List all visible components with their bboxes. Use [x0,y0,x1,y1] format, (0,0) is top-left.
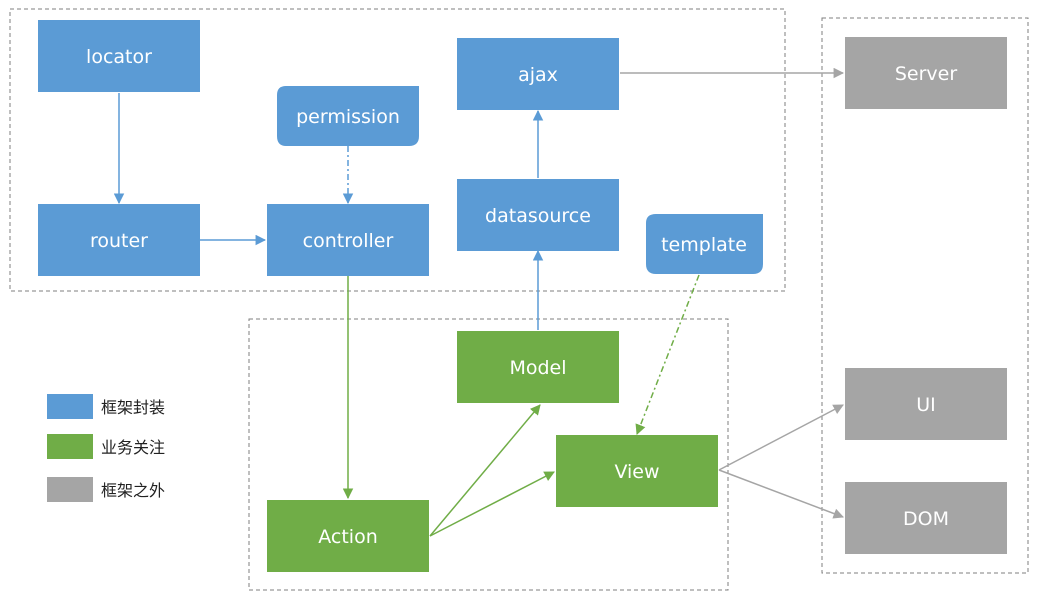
edge-template-view [635,274,700,435]
legend: 框架封装 业务关注 框架之外 [47,394,165,502]
node-model-box [457,331,619,403]
node-locator-box [38,20,200,92]
node-server: Server [845,37,1007,109]
node-ui-label: UI [916,394,936,416]
legend-item-framework: 框架封装 [47,394,165,419]
node-view-box [556,435,718,507]
node-permission-box [277,86,419,146]
node-action: Action [267,500,429,572]
legend-label-business: 业务关注 [101,438,165,457]
node-server-box [845,37,1007,109]
node-locator: locator [38,20,200,92]
edge-action-view [429,471,555,537]
edge-view-ui [718,404,844,471]
framework-region [9,8,786,292]
node-template: template [646,214,763,274]
legend-swatch-framework [47,394,93,419]
node-model-label: Model [509,357,566,379]
edge-action-model [429,404,541,537]
node-view-label: View [614,461,659,483]
node-ajax-box [457,38,619,110]
edges [113,67,845,537]
external-region [821,17,1029,574]
legend-swatch-external [47,477,93,502]
node-ajax-label: ajax [518,64,558,86]
legend-item-business: 业务关注 [47,434,165,459]
node-action-label: Action [318,526,378,548]
legend-swatch-business [47,434,93,459]
legend-item-external: 框架之外 [47,477,165,502]
node-dom: DOM [845,482,1007,554]
node-router-box [38,204,200,276]
node-server-label: Server [895,63,957,85]
node-router-label: router [90,230,148,252]
node-datasource-label: datasource [485,205,591,227]
node-action-box [267,500,429,572]
node-template-box [646,214,763,274]
legend-label-external: 框架之外 [101,481,165,500]
node-router: router [38,204,200,276]
node-controller: controller [267,204,429,276]
legend-label-framework: 框架封装 [101,398,165,417]
node-ajax: ajax [457,38,619,110]
node-view: View [556,435,718,507]
node-template-label: template [661,234,747,256]
node-model: Model [457,331,619,403]
node-dom-box [845,482,1007,554]
node-datasource: datasource [457,179,619,251]
node-controller-box [267,204,429,276]
node-ui: UI [845,368,1007,440]
node-dom-label: DOM [903,508,949,530]
business-region [248,318,729,591]
node-locator-label: locator [86,46,152,68]
node-permission-label: permission [296,106,400,128]
node-datasource-box [457,179,619,251]
node-ui-box [845,368,1007,440]
node-controller-label: controller [303,230,394,252]
node-permission: permission [277,86,419,146]
edge-view-dom [718,469,844,519]
